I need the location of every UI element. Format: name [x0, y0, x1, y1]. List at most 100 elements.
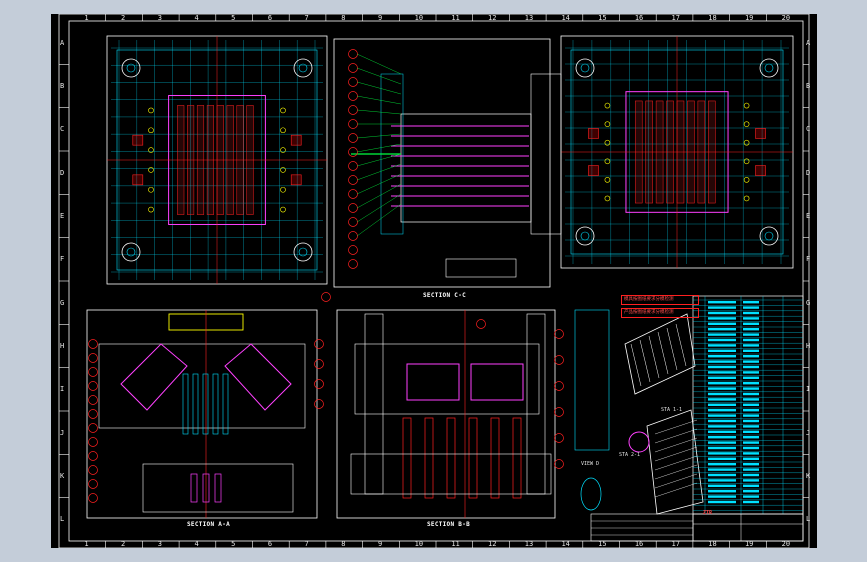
column-label: 17: [671, 540, 680, 548]
column-label: 16: [634, 14, 644, 22]
column-label: 10: [414, 540, 424, 548]
ejector-pin: [148, 206, 154, 213]
support-pillar: [202, 473, 210, 503]
bom-cell-text: [708, 338, 736, 342]
bom-cell-text: [743, 365, 759, 369]
column-label: 9: [377, 540, 383, 548]
column-label: 8: [341, 14, 346, 22]
leader-line: [356, 173, 402, 195]
column-label: 13: [524, 540, 534, 548]
column-label: 11: [451, 540, 460, 548]
section-c-c-clamp: [530, 73, 562, 235]
bom-cell-text: [743, 419, 759, 423]
column-label: 3: [157, 540, 162, 548]
balloon-callout: [348, 105, 358, 115]
label-tag: [132, 174, 144, 186]
ejector-rod: [212, 373, 219, 435]
balloon-callout: [348, 147, 358, 157]
bom-cell-text: [708, 430, 736, 433]
balloon-callout: [554, 407, 564, 417]
bom-cell-text: [708, 398, 736, 401]
sta-1-1-part: [624, 313, 696, 395]
sta-2-1-part: [646, 409, 704, 515]
row-label: H: [806, 342, 811, 350]
bom-cell-text: [743, 355, 759, 358]
column-label: 1: [84, 14, 89, 22]
column-label: 5: [231, 14, 236, 22]
part-rib: [654, 419, 698, 435]
ejector-pin: [743, 121, 750, 127]
bom-cell-text: [743, 376, 759, 379]
row-label: A: [806, 38, 811, 47]
part-rib: [654, 446, 698, 462]
bom-cell-text: [743, 403, 759, 406]
part-rib: [654, 437, 698, 453]
support-pillar: [214, 473, 222, 503]
column-label: 2: [121, 14, 126, 22]
leader-line: [356, 95, 402, 105]
bom-cell-text: [708, 414, 736, 417]
bom-cell-text: [708, 392, 736, 396]
bom-cell-text: [743, 425, 759, 428]
bom-cell-text: [708, 409, 736, 412]
bom-cell-text: [743, 436, 759, 439]
bom-cell-text: [743, 500, 759, 504]
bom-cell-text: [743, 490, 759, 493]
bom-cell-text: [743, 338, 759, 342]
balloon-callout: [88, 465, 98, 475]
balloon-callout: [554, 459, 564, 469]
part-rib: [675, 323, 687, 367]
guide-bushing: [126, 63, 136, 73]
bom-cell-text: [708, 500, 736, 504]
bom-cell-text: [708, 317, 736, 320]
label-tag: [132, 134, 144, 146]
ejector-rod: [202, 373, 209, 435]
bom-cell-text: [708, 322, 736, 325]
bom-cell-text: [708, 306, 736, 309]
column-label: 7: [304, 540, 309, 548]
ejector-pin: [604, 158, 611, 165]
bom-cell-text: [743, 371, 759, 374]
bom-cell-text: [743, 430, 759, 433]
row-label: E: [806, 212, 811, 220]
bom-cell-text: [708, 468, 736, 471]
balloon-callout: [348, 203, 358, 213]
bom-cell-text: [708, 344, 736, 347]
column-label: 1: [84, 540, 89, 548]
cad-drawing-viewport[interactable]: SECTION C-C SECTION A-A SECTION B-B STA …: [51, 14, 817, 548]
ejector-pin: [743, 102, 750, 109]
detail-sta-2-1-label: STA 2-1: [619, 452, 641, 458]
leader-line: [356, 109, 402, 115]
balloon-callout: [348, 49, 358, 59]
column-label: 12: [488, 14, 497, 22]
bom-cell-text: [708, 452, 736, 455]
ejector-rod: [222, 373, 229, 435]
leader-line: [356, 81, 402, 95]
bom-cell-text: [708, 382, 736, 385]
column-label: 20: [781, 540, 791, 548]
bom-cell-text: [708, 473, 736, 477]
column-label: 6: [267, 540, 273, 548]
bom-cell-text: [743, 484, 759, 487]
balloon-callout: [554, 381, 564, 391]
column-label: 4: [194, 540, 199, 548]
balloon-callout: [88, 479, 98, 489]
column-label: 3: [157, 14, 162, 22]
section-b-b-cavity: [354, 343, 540, 415]
column-label: 15: [598, 540, 607, 548]
ejector-pin: [743, 158, 750, 165]
column-label: 10: [414, 14, 424, 22]
row-label: E: [60, 212, 65, 220]
balloon-callout: [88, 437, 98, 447]
bom-cell-text: [743, 317, 759, 320]
note-box-2: 产品按图纸要求分模检测: [621, 308, 699, 318]
column-label: 18: [708, 540, 717, 548]
ejector-plate-b: [350, 453, 552, 495]
column-label: 15: [598, 14, 607, 22]
balloon-callout: [314, 399, 324, 409]
row-label: H: [60, 342, 65, 350]
row-label: L: [60, 515, 65, 524]
section-a-a-title: SECTION A-A: [187, 521, 231, 528]
guide-pillar-b: [364, 313, 384, 495]
bom-cell-text: [743, 387, 759, 390]
